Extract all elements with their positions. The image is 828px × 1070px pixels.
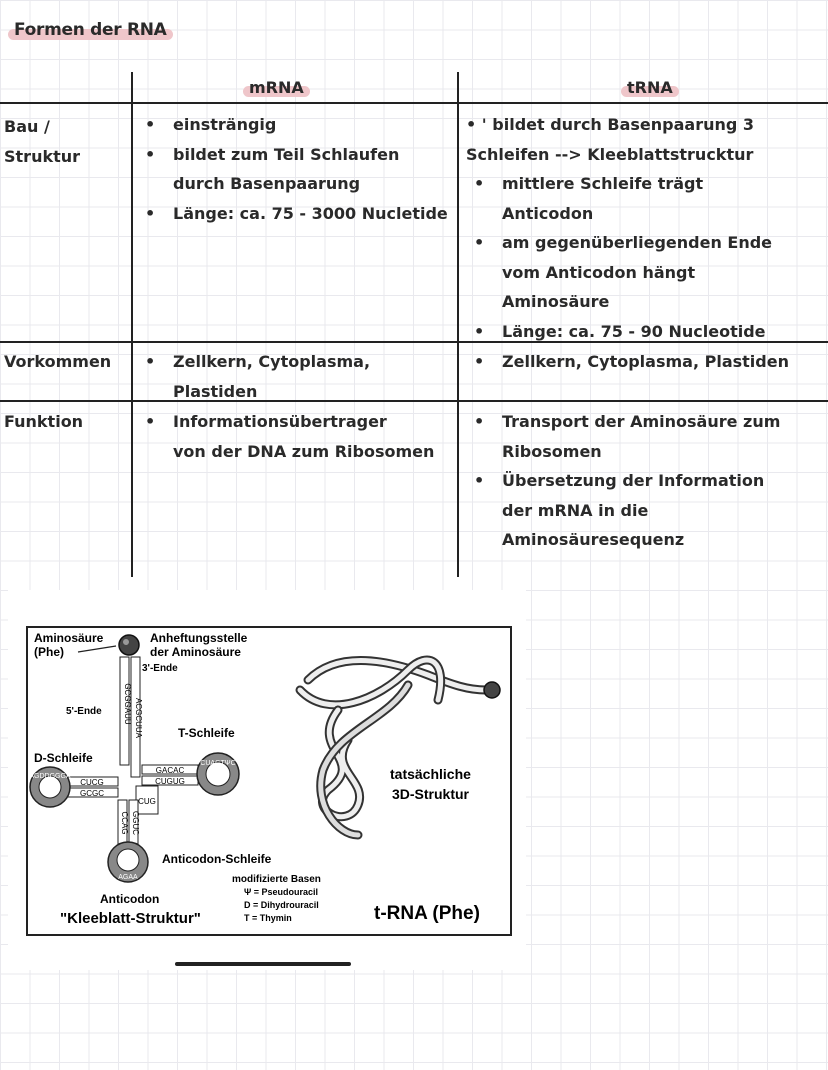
label-5-ende: 5'-Ende — [66, 706, 102, 717]
row-label-line: Bau / — [4, 117, 50, 136]
list-item: Plastiden — [173, 381, 258, 401]
label-3d-struktur: 3D-Struktur — [392, 786, 470, 802]
label-anticodon-schleife: Anticodon-Schleife — [162, 852, 272, 866]
label-anticodon: Anticodon — [100, 892, 159, 906]
row-label-bau-struktur: Bau / Struktur — [4, 112, 80, 171]
trna-3d-structure — [295, 655, 491, 840]
trna-diagram: GCGGAUU ACGCUUA CUCG GCGC AGDDGGGA GACAC… — [29, 631, 501, 927]
label-aminosaeure: Aminosäure — [34, 631, 104, 645]
row-label-funktion: Funktion — [4, 407, 83, 437]
list-item: • ' bildet durch Basenpaarung 3 — [466, 115, 755, 134]
acceptor-stem-left — [119, 656, 130, 766]
list-item: von der DNA zum Ribosomen — [173, 441, 435, 461]
cell-trna-vorkommen: Zellkern, Cytoplasma, Plastiden — [466, 347, 826, 377]
list-item: vom Anticodon hängt — [502, 262, 696, 282]
table-header-rule — [0, 102, 828, 104]
seq-d-top: CUCG — [80, 778, 104, 787]
label-mod-basen: modifizierte Basen — [232, 874, 321, 885]
seq-t-loop: CUAGTΨC — [200, 760, 235, 767]
label-d-schleife: D-Schleife — [34, 751, 93, 765]
row-label-vorkommen: Vorkommen — [4, 347, 111, 377]
label-mod-psi: Ψ = Pseudouracil — [244, 887, 318, 897]
cell-mrna-bau: einsträngig bildet zum Teil Schlaufen du… — [137, 110, 455, 228]
column-divider-1 — [131, 72, 133, 577]
label-mod-t: T = Thymin — [244, 913, 292, 923]
amino-acid-ball — [118, 634, 140, 656]
amino-pointer-line — [77, 645, 117, 653]
home-indicator — [175, 962, 351, 966]
seq-d-loop: AGDDGGGA — [29, 773, 71, 780]
row-label-line: Struktur — [4, 146, 81, 166]
anticodon-loop-inner — [116, 848, 140, 872]
acceptor-stem-right — [130, 656, 141, 778]
label-tatsaechliche: tatsächliche — [390, 766, 471, 782]
cell-trna-funktion: Transport der Aminosäure zum Ribosomen Ü… — [466, 407, 826, 555]
seq-t-bottom: CUGUG — [155, 777, 185, 786]
label-3-ende: 3'-Ende — [142, 663, 178, 674]
label-phe: (Phe) — [34, 645, 64, 659]
cell-trna-bau: • ' bildet durch Basenpaarung 3 Schleife… — [466, 110, 826, 346]
seq-mid: CUG — [138, 797, 156, 806]
row-divider-2 — [0, 400, 828, 402]
column-header-trna: tRNA — [621, 78, 679, 97]
label-anheftung-2: der Aminosäure — [150, 645, 241, 659]
row-divider-1 — [0, 341, 828, 343]
list-item: Anticodon — [502, 203, 594, 223]
seq-d-bottom: GCGC — [80, 789, 104, 798]
trna-figure: GCGGAUU ACGCUUA CUCG GCGC AGDDGGGA GACAC… — [8, 590, 526, 970]
label-trna-phe: t-RNA (Phe) — [374, 903, 480, 924]
seq-acceptor-right: ACGCUUA — [134, 698, 143, 739]
d-loop-inner — [38, 775, 62, 799]
seq-ac-loop: AGAA — [118, 874, 138, 881]
seq-ac-right: GGUC — [131, 811, 140, 835]
row-label-line: Funktion — [4, 412, 84, 431]
list-item: Zellkern, Cytoplasma, — [137, 347, 455, 377]
list-item: Informationsübertrager — [137, 407, 455, 437]
seq-t-top: GACAC — [156, 766, 185, 775]
t-loop-inner — [205, 761, 231, 787]
row-label-line: Vorkommen — [4, 352, 112, 371]
list-item: mittlere Schleife trägt — [466, 169, 826, 199]
list-item: am gegenüberliegenden Ende — [466, 228, 826, 258]
amino-acid-highlight — [123, 639, 129, 645]
column-header-trna-label: tRNA — [621, 78, 679, 97]
list-item: Zellkern, Cytoplasma, Plastiden — [466, 347, 826, 377]
label-anheftung-1: Anheftungsstelle — [150, 631, 248, 645]
list-item: Länge: ca. 75 - 3000 Nucletide — [137, 199, 455, 229]
seq-acceptor-left: GCGGAUU — [123, 683, 132, 725]
label-mod-d: D = Dihydrouracil — [244, 900, 319, 910]
list-item: Länge: ca. 75 - 90 Nucleotide — [466, 317, 826, 347]
3d-amino-ball — [483, 681, 501, 699]
column-header-mrna: mRNA — [243, 78, 310, 97]
label-kleeblatt: "Kleeblatt-Struktur" — [60, 910, 201, 927]
label-t-schleife: T-Schleife — [178, 726, 235, 740]
list-item: einsträngig — [137, 110, 455, 140]
cell-mrna-vorkommen: Zellkern, Cytoplasma, Plastiden — [137, 347, 455, 406]
list-item: Ribosomen — [502, 441, 602, 461]
list-item: Aminosäuresequenz — [502, 530, 685, 549]
list-item: Schleifen --> Kleeblattstrucktur — [466, 144, 754, 164]
column-header-mrna-label: mRNA — [243, 78, 310, 97]
list-item: der mRNA in die — [502, 500, 649, 520]
list-item: durch Basenpaarung — [173, 174, 361, 193]
list-item: Aminosäure — [502, 292, 610, 311]
page-title: Formen der RNA — [8, 20, 173, 40]
column-divider-2 — [457, 72, 459, 577]
cell-mrna-funktion: Informationsübertrager von der DNA zum R… — [137, 407, 455, 466]
list-item: Übersetzung der Information — [466, 466, 826, 496]
figure-frame — [26, 626, 512, 936]
seq-ac-left: CCAG — [120, 811, 129, 834]
list-item: bildet zum Teil Schlaufen — [137, 140, 455, 170]
list-item: Transport der Aminosäure zum — [466, 407, 826, 437]
